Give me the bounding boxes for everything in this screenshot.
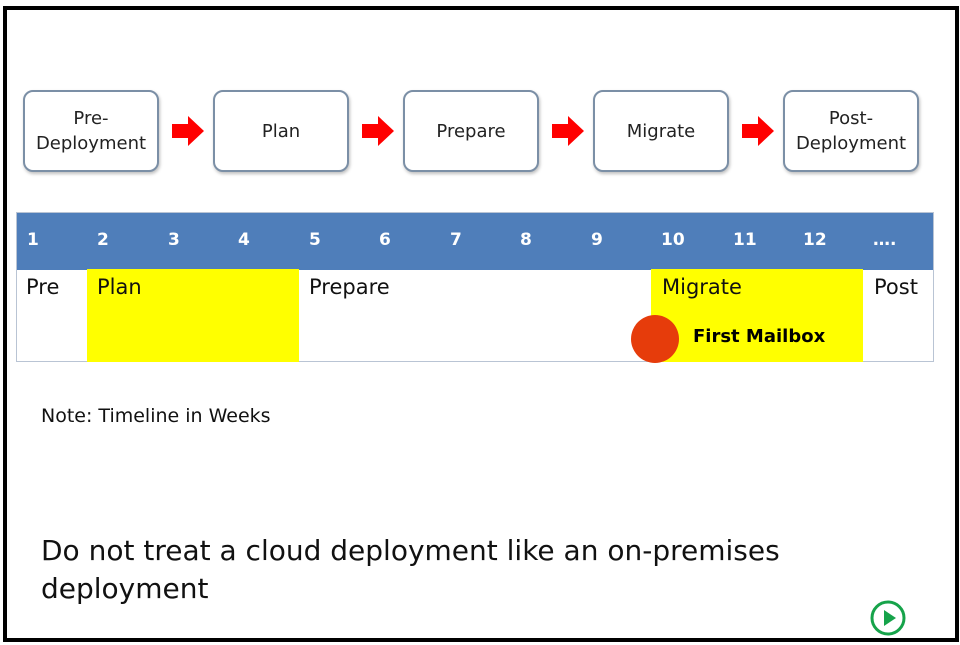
- week-label: ….: [873, 230, 897, 250]
- week-label: 5: [309, 230, 321, 250]
- arrow-right-icon: [552, 116, 584, 146]
- week-label: 9: [591, 230, 603, 250]
- stage-label: Plan: [261, 120, 301, 142]
- play-icon[interactable]: [870, 600, 906, 636]
- stage-prepare: Prepare: [403, 90, 539, 172]
- arrow-right-icon: [742, 116, 774, 146]
- week-label: 11: [733, 230, 757, 250]
- slide-tagline: Do not treat a cloud deployment like an …: [41, 534, 780, 605]
- week-label: 3: [168, 230, 180, 250]
- stage-label: Migrate: [626, 120, 696, 142]
- phase-label-pre: Pre: [26, 275, 60, 299]
- week-label: 2: [97, 230, 109, 250]
- arrow-right-icon: [362, 116, 394, 146]
- arrow-right-icon: [172, 116, 204, 146]
- phase-label-prepare: Prepare: [309, 275, 390, 299]
- stage-migrate: Migrate: [593, 90, 729, 172]
- stage-label: Pre- Deployment: [35, 108, 147, 154]
- week-label: 12: [803, 230, 827, 250]
- week-label: 10: [661, 230, 685, 250]
- timeline-table: 1 2 3 4 5 6 7 8 9 10 11 12 …. Pre Plan P…: [16, 212, 934, 363]
- milestone-label: First Mailbox: [693, 326, 826, 347]
- week-label: 8: [520, 230, 532, 250]
- phase-label-migrate: Migrate: [662, 275, 742, 299]
- milestone-dot-icon: [631, 315, 679, 363]
- plan-highlight-band: [87, 269, 299, 362]
- timeline-note: Note: Timeline in Weeks: [41, 405, 271, 427]
- stage-label: Prepare: [436, 120, 506, 142]
- phase-label-plan: Plan: [97, 275, 142, 299]
- week-label: 6: [379, 230, 391, 250]
- phase-label-post: Post: [874, 275, 918, 299]
- week-header-bar: 1 2 3 4 5 6 7 8 9 10 11 12 ….: [17, 213, 933, 270]
- week-label: 1: [27, 230, 39, 250]
- week-label: 7: [450, 230, 462, 250]
- migrate-highlight-band: [651, 269, 863, 362]
- stage-label: Post- Deployment: [795, 108, 907, 154]
- week-label: 4: [238, 230, 250, 250]
- stage-plan: Plan: [213, 90, 349, 172]
- stage-post-deployment: Post- Deployment: [783, 90, 919, 172]
- stage-pre-deployment: Pre- Deployment: [23, 90, 159, 172]
